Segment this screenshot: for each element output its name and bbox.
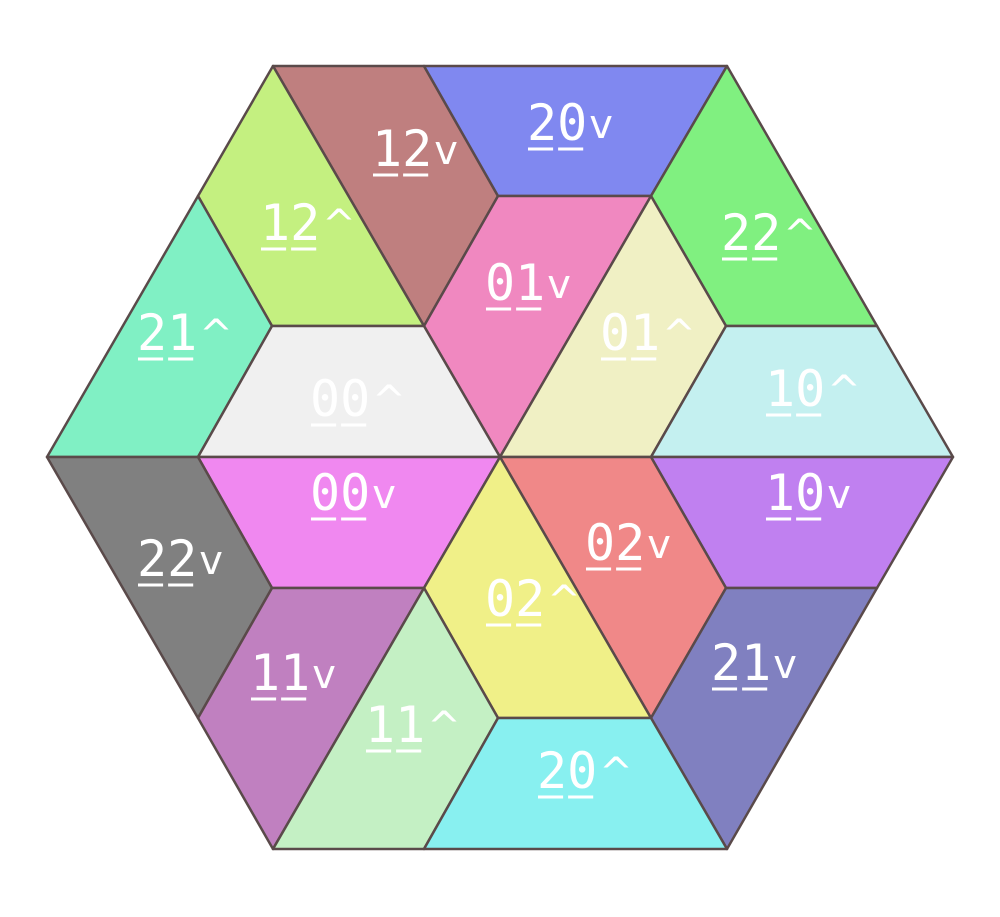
piece-label-digits: 20 <box>527 94 587 152</box>
piece-label-orientation: v <box>372 472 396 518</box>
piece-label-digits: 21 <box>711 634 771 692</box>
piece-label-digits: 20 <box>537 742 597 800</box>
pieces-layer <box>45 64 955 851</box>
piece-label-20-up: 20^ <box>537 742 633 800</box>
piece-label-orientation: v <box>312 652 336 698</box>
piece-label-orientation: v <box>773 642 797 688</box>
piece-label-orientation: ^ <box>372 378 406 424</box>
piece-label-digits: 01 <box>485 254 545 312</box>
piece-label-orientation: ^ <box>827 368 861 414</box>
piece-label-orientation: ^ <box>599 750 633 796</box>
piece-label-digits: 11 <box>365 696 425 754</box>
piece-label-orientation: v <box>827 472 851 518</box>
piece-label-orientation: v <box>199 538 223 584</box>
piece-label-02-up: 02^ <box>485 570 581 628</box>
piece-label-orientation: ^ <box>199 312 233 358</box>
piece-20-up <box>422 716 729 851</box>
piece-label-digits: 12 <box>372 120 432 178</box>
piece-label-orientation: ^ <box>547 578 581 624</box>
piece-label-digits: 10 <box>765 464 825 522</box>
piece-label-digits: 22 <box>137 530 197 588</box>
piece-label-orientation: ^ <box>662 312 696 358</box>
piece-label-digits: 21 <box>137 304 197 362</box>
piece-label-01-up: 01^ <box>600 304 696 362</box>
piece-label-orientation: ^ <box>783 212 817 258</box>
piece-label-digits: 10 <box>765 360 825 418</box>
piece-label-digits: 22 <box>721 204 781 262</box>
piece-label-12-up: 12^ <box>260 194 356 252</box>
piece-label-digits: 02 <box>585 514 645 572</box>
piece-label-10-up: 10^ <box>765 360 861 418</box>
piece-label-orientation: ^ <box>427 704 461 750</box>
piece-label-00-up: 00^ <box>310 370 406 428</box>
piece-label-22-up: 22^ <box>721 204 817 262</box>
piece-label-digits: 11 <box>250 644 310 702</box>
piece-label-21-up: 21^ <box>137 304 233 362</box>
piece-label-orientation: v <box>434 128 458 174</box>
piece-label-orientation: v <box>547 262 571 308</box>
piece-label-digits: 02 <box>485 570 545 628</box>
piece-label-orientation: v <box>589 102 613 148</box>
piece-label-digits: 00 <box>310 464 370 522</box>
piece-label-11-up: 11^ <box>365 696 461 754</box>
piece-label-digits: 12 <box>260 194 320 252</box>
piece-label-digits: 00 <box>310 370 370 428</box>
piece-label-orientation: v <box>647 522 671 568</box>
piece-label-digits: 01 <box>600 304 660 362</box>
piece-label-orientation: ^ <box>322 202 356 248</box>
